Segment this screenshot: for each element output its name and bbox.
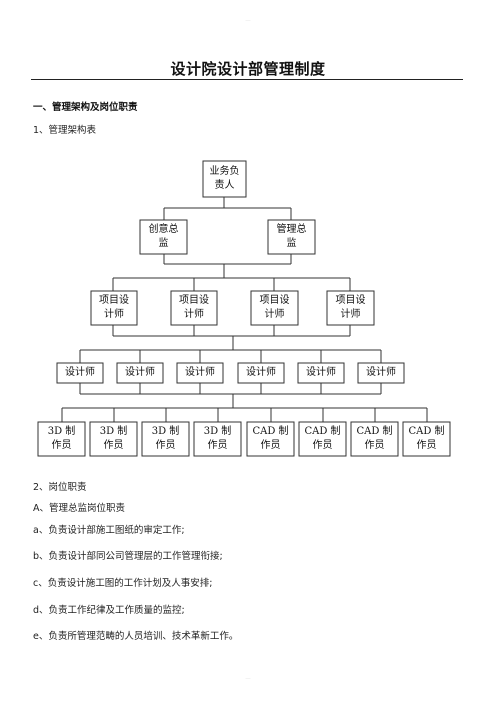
org-node-label: 3D 制 xyxy=(203,426,232,437)
org-node-label: 项目设 xyxy=(335,295,366,306)
org-node-designer: 设计师 xyxy=(306,367,336,378)
org-node-designer: 设计师 xyxy=(185,367,215,378)
drafter-box-frame-5 xyxy=(246,421,295,457)
org-node-label: 项目设 xyxy=(99,295,129,306)
director-box-frame-2 xyxy=(267,219,316,255)
org-node-designer: 设计师 xyxy=(246,367,276,378)
project-box-frame-2 xyxy=(170,290,218,326)
drafter-box-frame-4 xyxy=(193,421,242,457)
title-underline xyxy=(31,79,463,80)
org-node-project-designer: 项目设计师 xyxy=(91,291,137,325)
org-node-project-designer: 项目设计师 xyxy=(171,291,217,325)
org-node-3d-drafter: 3D 制作员 xyxy=(90,422,137,456)
document-title: 设计院设计部管理制度 xyxy=(170,60,326,78)
root-box-frame xyxy=(202,160,247,198)
org-node-label: 责人 xyxy=(214,180,235,191)
org-node-label: 作员 xyxy=(155,440,176,451)
duty-item: e、负责所管理范畴的人员培训、技术革新工作。 xyxy=(33,631,239,642)
org-node-label: 监 xyxy=(286,238,297,249)
project-box-frame-3 xyxy=(250,290,299,326)
org-node-root: 业务负责人 xyxy=(203,161,246,197)
org-node-label: 创意总 xyxy=(148,224,179,235)
duty-item: c、负责设计施工图的工作计划及人事安排; xyxy=(33,578,213,589)
section2-subheading: A、管理总监岗位职责 xyxy=(33,503,125,514)
project-box-frame-4 xyxy=(326,290,375,326)
duty-item: a、负责设计部施工图纸的审定工作; xyxy=(33,525,185,536)
drafter-box-frame-6 xyxy=(298,421,347,457)
org-node-label: 项目设 xyxy=(179,295,209,306)
org-node-label: 3D 制 xyxy=(47,426,76,437)
org-node-project-designer: 项目设计师 xyxy=(251,291,298,325)
org-node-label: 业务负 xyxy=(209,166,240,177)
org-node-cad-drafter: CAD 制作员 xyxy=(299,422,346,456)
org-node-label: 作员 xyxy=(364,440,385,451)
org-node-label: 计师 xyxy=(340,309,361,320)
org-node-label: 计师 xyxy=(184,309,204,320)
org-node-3d-drafter: 3D 制作员 xyxy=(142,422,189,456)
section1-subheading: 1、管理架构表 xyxy=(33,125,97,136)
drafter-box-frame-2 xyxy=(89,421,138,457)
org-node-label: 监 xyxy=(158,238,169,249)
org-node-label: 3D 制 xyxy=(151,426,180,437)
org-node-3d-drafter: 3D 制作员 xyxy=(194,422,241,456)
org-node-label: 计师 xyxy=(104,309,124,320)
drafter-box-frame-8 xyxy=(402,421,451,457)
org-node-cad-drafter: CAD 制作员 xyxy=(351,422,398,456)
org-node-project-designer: 项目设计师 xyxy=(327,291,374,325)
org-node-management-director: 管理总监 xyxy=(268,220,315,254)
org-node-label: 作员 xyxy=(260,440,281,451)
drafter-box-frame-3 xyxy=(141,421,190,457)
org-node-label: CAD 制 xyxy=(408,426,445,437)
org-node-label: 作员 xyxy=(207,440,228,451)
org-node-designer: 设计师 xyxy=(65,367,95,378)
org-node-creative-director: 创意总监 xyxy=(140,220,187,254)
org-node-label: 管理总 xyxy=(276,224,307,235)
section2-heading: 2、岗位职责 xyxy=(33,482,87,493)
footer-mark: ----- xyxy=(245,676,251,680)
drafter-box-frame-1 xyxy=(37,421,86,457)
section1-heading: 一、管理架构及岗位职责 xyxy=(33,102,138,113)
director-box-frame-1 xyxy=(139,219,188,255)
duty-item: d、负责工作纪律及工作质量的监控; xyxy=(33,605,185,616)
org-node-label: 3D 制 xyxy=(99,426,128,437)
org-node-label: CAD 制 xyxy=(304,426,341,437)
org-node-label: CAD 制 xyxy=(356,426,393,437)
org-node-label: 作员 xyxy=(416,440,437,451)
header-mark: ----- xyxy=(245,18,251,22)
org-node-designer: 设计师 xyxy=(366,367,396,378)
org-node-3d-drafter: 3D 制作员 xyxy=(38,422,85,456)
org-node-designer: 设计师 xyxy=(125,367,155,378)
org-node-cad-drafter: CAD 制作员 xyxy=(247,422,294,456)
org-node-label: 作员 xyxy=(51,440,72,451)
org-node-label: 项目设 xyxy=(259,295,290,306)
drafter-box-frame-7 xyxy=(350,421,399,457)
org-node-label: 作员 xyxy=(103,440,124,451)
org-node-label: CAD 制 xyxy=(252,426,289,437)
org-node-label: 作员 xyxy=(312,440,333,451)
org-node-cad-drafter: CAD 制作员 xyxy=(403,422,450,456)
duty-item: b、负责设计部同公司管理层的工作管理衔接; xyxy=(33,551,223,562)
org-node-label: 计师 xyxy=(264,309,285,320)
project-box-frame-1 xyxy=(90,290,138,326)
